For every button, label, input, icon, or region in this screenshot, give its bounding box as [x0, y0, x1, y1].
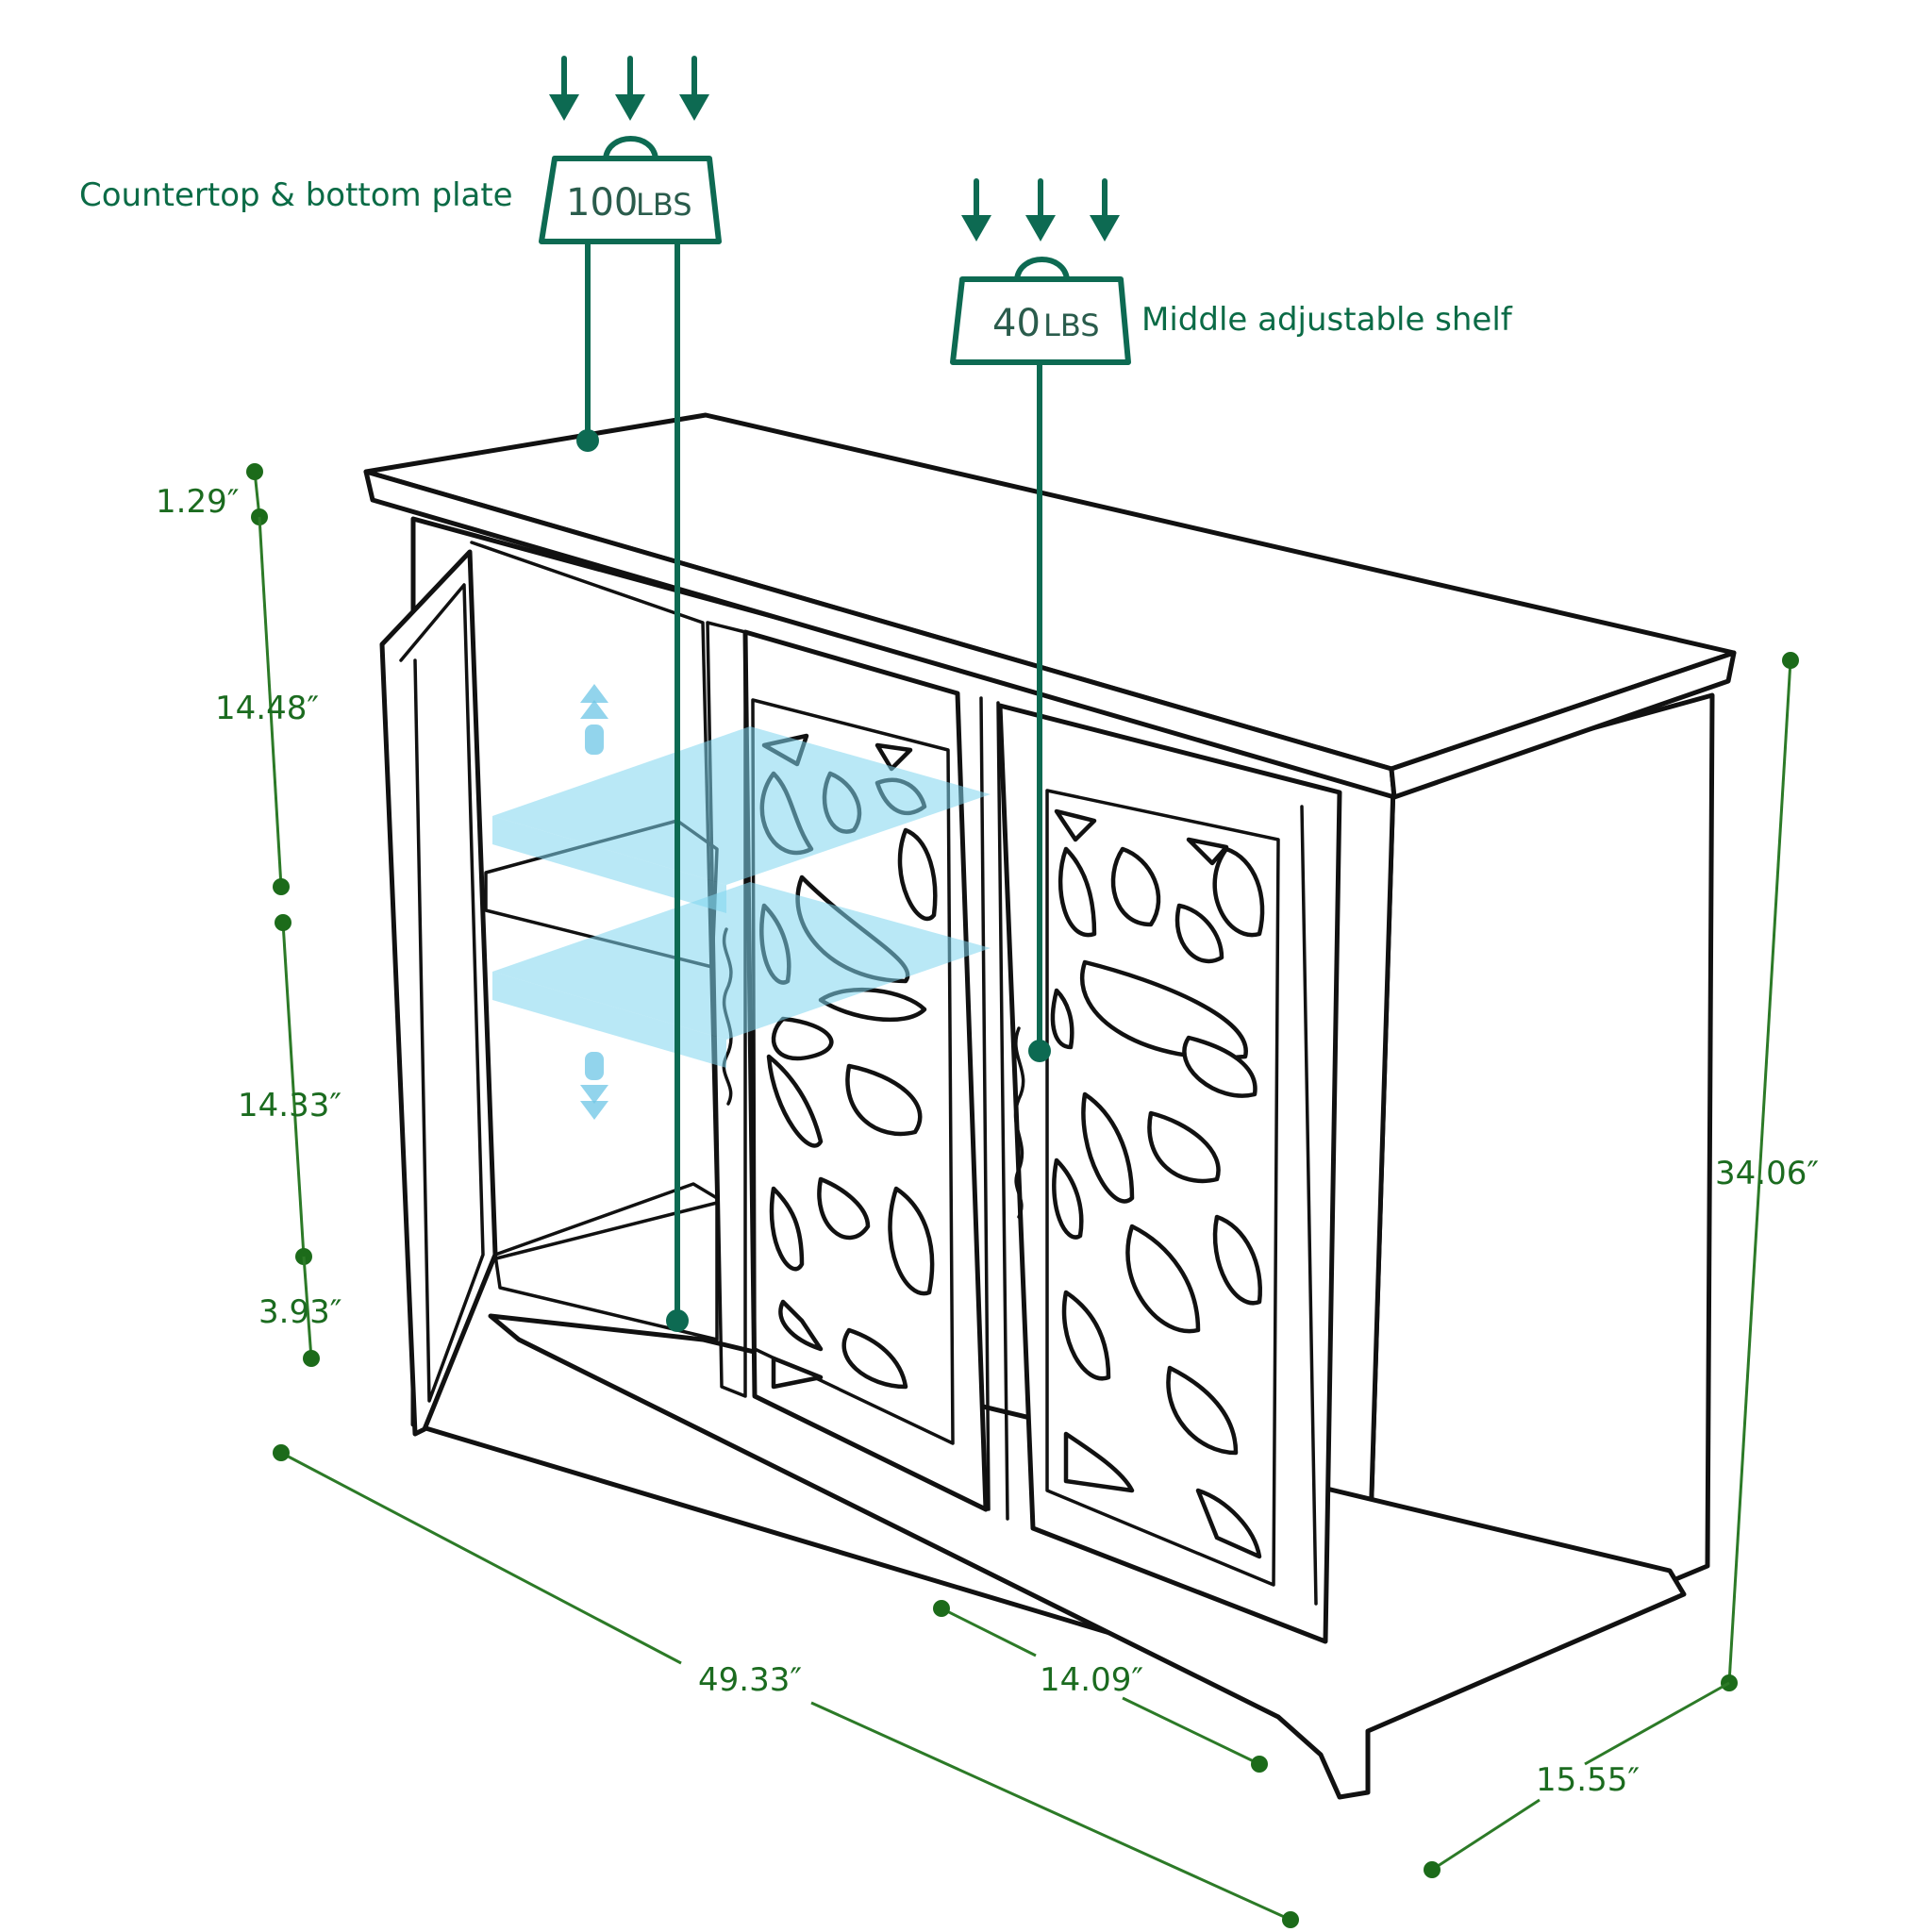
bottom-shelf [493, 1182, 719, 1341]
upper-space-label: 14.48″ [215, 690, 319, 727]
dimension-dot [246, 463, 263, 480]
door-width-line-left [941, 1607, 1037, 1657]
shelf-highlight-lower [492, 882, 991, 1040]
shelf-pointer-dot [1028, 1040, 1051, 1062]
shelf-weight-icon [1014, 257, 1070, 282]
dimension-dot [1282, 1911, 1299, 1928]
door-width-label: 14.09″ [1040, 1661, 1143, 1699]
dimension-dot [303, 1350, 320, 1367]
right-door-cutout [1058, 846, 1097, 938]
dimension-dot [275, 914, 291, 931]
right-door-cutout [1212, 1214, 1263, 1306]
right-door-frame [997, 703, 1342, 1644]
shelf-weight-callout: 40 LBS Middle adjustable shelf [950, 178, 1513, 1062]
open-door-inner-frame [399, 583, 485, 1403]
center-stile [996, 701, 1009, 1521]
shelf-highlight-upper-edge [492, 816, 726, 913]
shelf-label: Middle adjustable shelf [1141, 301, 1513, 339]
shelf-highlight-lower-edge [492, 972, 726, 1068]
width-label: 49.33″ [698, 1661, 802, 1699]
right-door-handle [1013, 1026, 1025, 1219]
dimension-dot [273, 878, 290, 895]
left-stile [706, 621, 747, 1398]
cabinet-illustration [363, 412, 1737, 1800]
depth-line-top [1584, 1681, 1730, 1766]
right-door-outer-trim [1300, 805, 1318, 1606]
adjustable-shelf-highlight [492, 684, 991, 1120]
countertop-down-arrows-icon [549, 56, 709, 121]
depth-label: 15.55″ [1536, 1761, 1640, 1799]
countertop-pointer-dot [576, 429, 599, 452]
lower-space-line [281, 922, 306, 1257]
shelf-weight-unit: LBS [1043, 308, 1100, 343]
right-door-cutout [1166, 1365, 1239, 1456]
right-door-cutout [1050, 988, 1074, 1050]
right-door-cutout [1063, 1431, 1135, 1493]
right-door-cutout [1186, 837, 1229, 866]
right-door-cutout [1182, 1035, 1257, 1098]
countertop-weight-value: 100 [566, 181, 638, 225]
dimension-annotations: 1.29″ 14.48″ 14.33″ 3.93″ 34.06″ 49.33″ … [156, 463, 1819, 1928]
right-door-cutout [1080, 959, 1248, 1060]
right-door-cutout [1195, 1488, 1262, 1559]
countertop-weight-icon [603, 136, 658, 161]
right-door-cutout [1054, 808, 1097, 842]
shelf-up-arrow-icon [580, 684, 608, 755]
shelf-weight-box [950, 276, 1131, 365]
left-door-cutout [771, 1016, 834, 1061]
shelf-down-arrow-icon [580, 1052, 608, 1120]
dimension-dot [933, 1600, 950, 1617]
countertop-weight-unit: LBS [636, 187, 692, 223]
right-door-cutout [1081, 1091, 1135, 1204]
left-door-cutout [766, 1054, 824, 1148]
total-height-line [1727, 659, 1792, 1684]
dimension-dot [1424, 1861, 1441, 1878]
countertop-label: Countertop & bottom plate [79, 176, 513, 214]
right-door-cutout [1110, 846, 1161, 927]
right-closed-door [997, 703, 1342, 1644]
left-door-cutout [874, 742, 913, 772]
left-door-cutout [817, 1176, 871, 1241]
width-line-left [280, 1451, 682, 1665]
left-door-cutout [778, 1299, 824, 1352]
left-door-cutout [841, 1327, 908, 1390]
door-width-line-right [1122, 1696, 1260, 1766]
right-door-cutout [1061, 1290, 1111, 1381]
left-door-cutout [845, 1063, 923, 1137]
countertop-weight-callout: 100 LBS Countertop & bottom plate [79, 56, 722, 1332]
right-door-cutout [1212, 846, 1265, 938]
right-door-cutout [1174, 903, 1224, 964]
bottom-plate-pointer-dot [666, 1309, 689, 1332]
dimension-dot [1782, 652, 1799, 669]
dimension-dot [273, 1444, 290, 1461]
shelf-weight-value: 40 [992, 302, 1041, 345]
left-door-cutout [897, 827, 938, 922]
shelf-highlight-upper [492, 726, 991, 885]
right-door-cutout [1052, 1158, 1084, 1240]
countertop-side-edge [1389, 650, 1737, 800]
left-door-cutout [888, 1186, 935, 1296]
top-thickness-label: 1.29″ [156, 483, 239, 521]
left-door-cutout [771, 1356, 824, 1390]
dimension-dot [1251, 1756, 1268, 1773]
upper-space-line [258, 516, 283, 888]
depth-line-bottom [1431, 1798, 1541, 1872]
center-stile [979, 696, 991, 1511]
right-door-cutout [1125, 1224, 1201, 1334]
left-door-cutout [769, 1186, 805, 1272]
right-door-inner-panel [1045, 789, 1280, 1587]
countertop-weight-box [539, 156, 722, 244]
right-door-cutout [1147, 1110, 1221, 1184]
base-height-label: 3.93″ [258, 1293, 341, 1331]
left-door-inner-panel [751, 698, 955, 1445]
width-line-right [810, 1701, 1291, 1922]
open-left-door [379, 549, 498, 1437]
lower-space-label: 14.33″ [238, 1087, 341, 1124]
total-height-label: 34.06″ [1715, 1155, 1819, 1192]
shelf-down-arrows-icon [961, 178, 1120, 242]
base-height-line [302, 1256, 313, 1359]
